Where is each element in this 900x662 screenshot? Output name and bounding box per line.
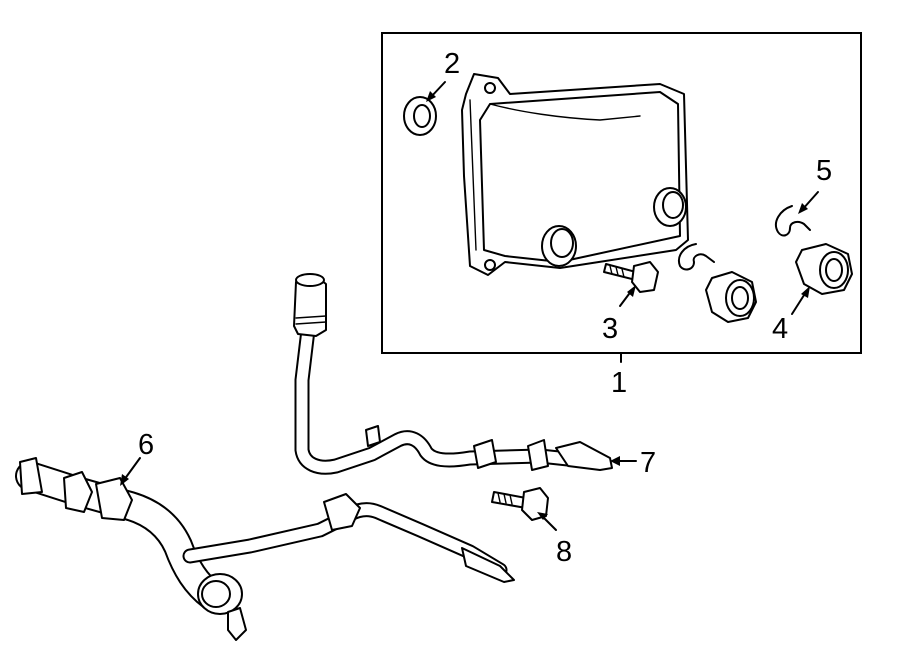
retaining-clip-5 xyxy=(774,205,811,237)
callout-4-arrowhead xyxy=(801,286,810,298)
callout-8: 8 xyxy=(556,536,572,568)
bolt-3 xyxy=(603,261,659,293)
callout-6-leader xyxy=(123,457,141,481)
bolt-8 xyxy=(491,487,549,521)
gasket-ring xyxy=(403,96,437,136)
retaining-clip-a xyxy=(678,243,715,271)
callout-2: 2 xyxy=(444,48,460,80)
cooler-tube-7 xyxy=(293,273,613,475)
callout-4-leader xyxy=(791,291,807,315)
callout-5-arrowhead xyxy=(798,203,808,214)
callout-6: 6 xyxy=(138,429,154,461)
callout-7-arrowhead xyxy=(610,456,620,466)
fitting-4 xyxy=(795,243,853,295)
callout-6-arrowhead xyxy=(120,474,129,486)
oil-cooler xyxy=(461,73,689,276)
callout-8-arrowhead xyxy=(537,512,548,520)
callout-4: 4 xyxy=(772,313,788,345)
fitting-a xyxy=(705,271,757,323)
callout-1: 1 xyxy=(611,367,627,399)
callout-3: 3 xyxy=(602,313,618,345)
callout-2-arrowhead xyxy=(426,91,436,102)
callout-5: 5 xyxy=(816,155,832,187)
callout-3-arrowhead xyxy=(627,285,636,297)
callout-7: 7 xyxy=(640,447,656,479)
hose-assembly-6 xyxy=(15,457,515,641)
